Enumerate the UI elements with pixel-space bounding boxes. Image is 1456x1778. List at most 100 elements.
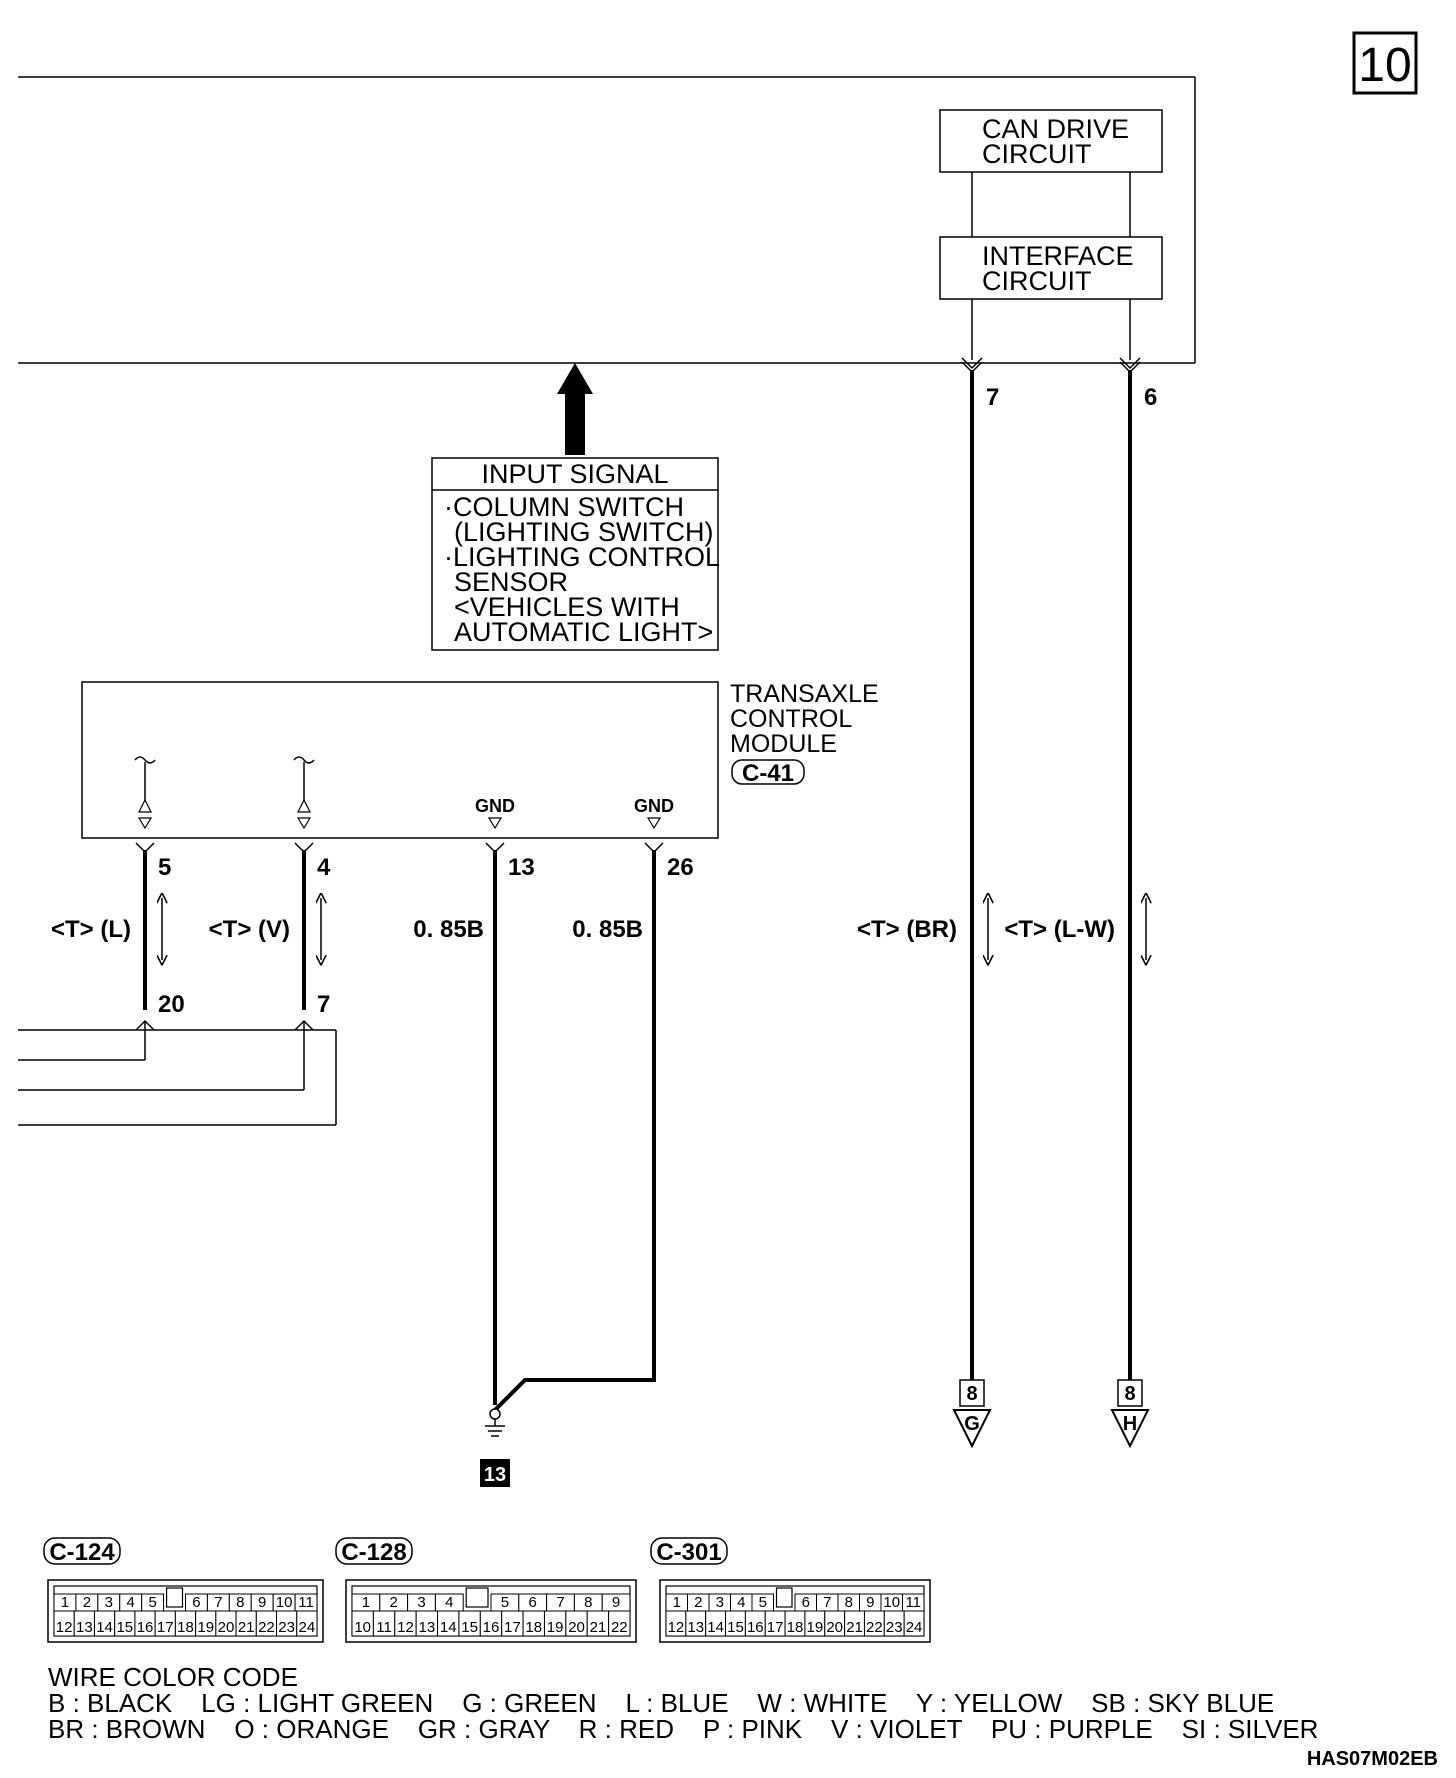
connector-cell-label: 5 [759,1594,767,1611]
connector-cell-label: 10 [354,1619,371,1636]
connector-cell-label: 13 [687,1619,704,1636]
connector-cell-label: 11 [905,1594,921,1611]
gnd-label-2: GND [634,796,674,816]
wire-label-gnd2: 0. 85B [572,916,643,943]
connector-cell-label: 1 [673,1594,681,1611]
connector-cell-label: 2 [694,1594,702,1611]
main-control-unit [18,76,1196,364]
pin-mark-right1 [961,357,983,374]
connector-cell-label: 23 [886,1619,903,1636]
interface-circuit: INTERFACE CIRCUIT [939,236,1163,300]
offpage-g-page: 8 [966,1383,977,1405]
input-arrow [557,363,593,455]
wire-label-gnd1: 0. 85B [413,916,484,943]
pin-right2: 6 [1144,384,1157,411]
connector-cell-label: 15 [727,1619,744,1636]
connector-cell-label: 2 [83,1594,91,1611]
connector-cell-label: 23 [278,1619,295,1636]
connector-name-pill [43,1537,121,1565]
connector-cell-label: 16 [747,1619,764,1636]
connector-cell-label: 4 [737,1594,745,1611]
connector-cell-label: 22 [611,1619,628,1636]
wire-color-code-title: WIRE COLOR CODE [48,1662,298,1692]
connector-cell-label: 15 [116,1619,133,1636]
input-signal-line-1: ·COLUMN SWITCH [444,492,684,522]
connector-key [165,1587,184,1608]
pin-gnd1: 13 [508,854,535,881]
ground-ref-number: 13 [484,1464,506,1486]
connector-cell-label: 14 [96,1619,113,1636]
wire-gnd2 [493,850,656,1412]
connector-key [465,1587,489,1608]
connector-cell-label: 4 [127,1594,135,1611]
connector-cell-label: 17 [504,1619,521,1636]
connector-cell-label: 12 [397,1619,414,1636]
connector-cell-label: 19 [197,1619,214,1636]
connector-cell-label: 8 [584,1594,592,1611]
interface-line-2: CIRCUIT [982,266,1092,296]
connector-cell-label: 4 [445,1594,453,1611]
connector-cell-label: 17 [767,1619,784,1636]
can-drive-line-1: CAN DRIVE [982,114,1129,144]
can-drive-circuit: CAN DRIVE CIRCUIT [939,109,1163,173]
gnd-label-1: GND [475,796,515,816]
connector-cell-label: 19 [807,1619,824,1636]
connector-name: C-124 [49,1539,115,1566]
harness-lines [18,1022,337,1126]
connector-cell-label: 12 [56,1619,73,1636]
connector-cell-label: 5 [148,1594,156,1611]
connector-cell-label: 9 [258,1594,266,1611]
pin-gnd2: 26 [667,854,694,881]
connector-cell-label: 12 [668,1619,685,1636]
connector-cell-label: 13 [76,1619,93,1636]
input-signal-line-4: SENSOR [454,567,568,597]
connector-name-pill [335,1537,413,1565]
input-signal-box: INPUT SIGNAL ·COLUMN SWITCH (LIGHTING SW… [431,457,720,651]
connector-cell-label: 6 [192,1594,200,1611]
connector-cell-label: 15 [461,1619,478,1636]
connector-cell-label: 18 [177,1619,194,1636]
connector-cell-label: 3 [417,1594,425,1611]
connector-cell-label: 9 [866,1594,874,1611]
wire-label-br: <T> (BR) [857,916,957,943]
connector-cell-label: 20 [568,1619,585,1636]
ground-symbol: 13 [480,1408,510,1487]
transaxle-control-module: TRANSAXLE CONTROL MODULE C-41 GND GND [81,680,879,839]
connector-cell-label: 13 [419,1619,436,1636]
pin-right1: 7 [986,384,999,411]
connector-cell-label: 21 [846,1619,863,1636]
connector-cell-label: 14 [707,1619,724,1636]
can-drive-line-2: CIRCUIT [982,139,1092,169]
connector-cell-label: 7 [214,1594,222,1611]
connector-cell-label: 8 [845,1594,853,1611]
pin-left-top: 5 [158,854,171,881]
offpage-g-letter: G [964,1413,980,1435]
connector-cell-label: 10 [276,1594,293,1611]
connector-cell-label: 3 [105,1594,113,1611]
module-connector-id: C-41 [742,760,794,787]
module-pin-marks [135,842,664,854]
connector-cell-label: 20 [826,1619,843,1636]
connector-cell-label: 8 [236,1594,244,1611]
connector-cell [296,1610,318,1637]
input-signal-line-3: ·LIGHTING CONTROL [444,542,720,572]
connector-cell [608,1610,631,1637]
connector-cell-label: 21 [238,1619,255,1636]
connector-cell-label: 16 [137,1619,154,1636]
connector-cell-label: 22 [258,1619,275,1636]
input-signal-header: INPUT SIGNAL [481,459,668,489]
offpage-h-page: 8 [1124,1383,1135,1405]
connector-cell-label: 19 [547,1619,564,1636]
connector-cell-label: 22 [866,1619,883,1636]
lower-pin-marks [135,1019,314,1031]
offpage-connector-g: 8 G [952,1379,992,1449]
connector-cell-label: 17 [157,1619,174,1636]
pin-mid-top: 4 [317,854,331,881]
input-signal-line-5: <VEHICLES WITH [454,592,680,622]
module-internal-symbol-2 [293,756,315,830]
